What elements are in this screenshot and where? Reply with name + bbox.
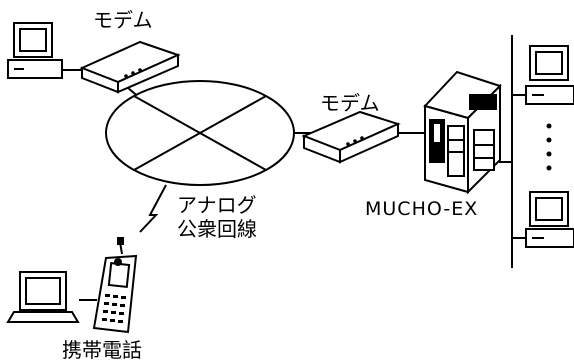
router-label: MUCHO-EX: [365, 198, 479, 220]
desktop-pc-icon: [7, 22, 63, 79]
analog-network-label-line1: アナログ: [177, 193, 257, 217]
mobile-phone-icon: [92, 237, 138, 334]
modem-icon: [79, 40, 181, 94]
lan-pc-icon: [525, 45, 574, 105]
lan-pc-icon: [525, 191, 574, 248]
wireless-link-icon: [139, 184, 167, 233]
laptop-icon: [6, 271, 80, 323]
mobile-phone-label: 携帯電話: [62, 338, 142, 362]
more-devices-dots: [546, 123, 552, 171]
mucho-ex-router-icon: [423, 70, 502, 195]
analog-network-label-line2: 公衆回線: [177, 217, 257, 241]
analog-network-cloud: [105, 80, 295, 186]
modem-label-right: モデム: [320, 91, 380, 115]
modem-icon: [301, 110, 401, 164]
modem-label-top: モデム: [93, 8, 153, 32]
analog-network-label: アナログ 公衆回線: [177, 193, 257, 241]
